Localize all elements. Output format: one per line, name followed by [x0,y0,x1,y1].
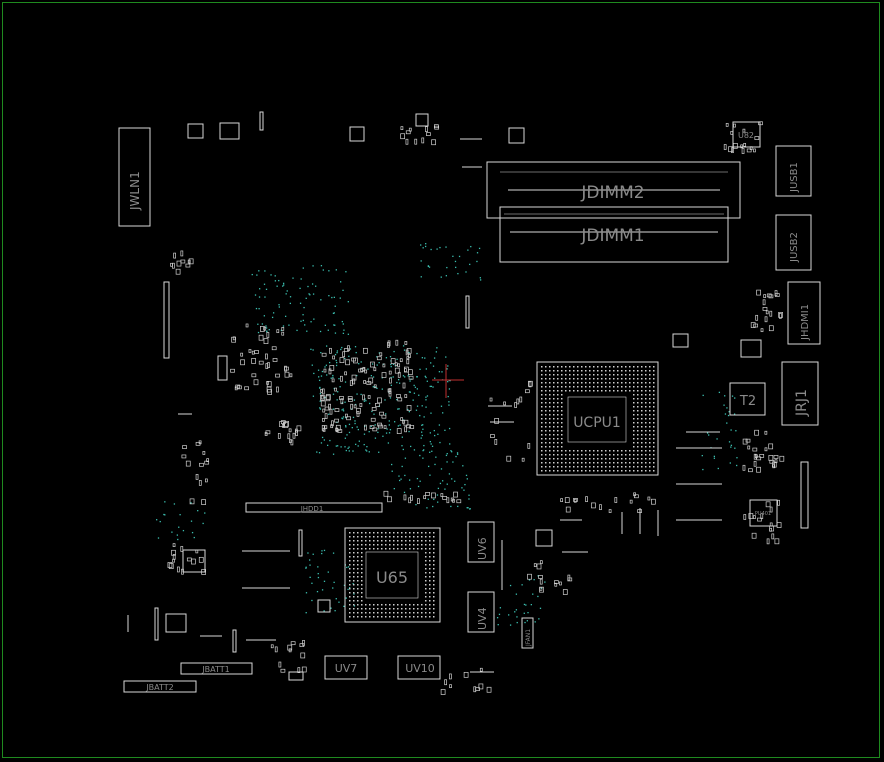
rj45-connector[interactable] [781,361,819,426]
uv6-label: UV6 [476,537,489,560]
jbatt2-label: JBATT2 [145,683,173,692]
hdd-connector[interactable] [245,502,383,513]
vram-uv10[interactable] [397,655,441,680]
u82-label: U82 [738,131,754,140]
usb-connector-2[interactable] [775,214,812,271]
jhdmi1-label: JHDMI1 [800,304,811,341]
chip-u82[interactable] [732,121,761,148]
wlan-connector[interactable] [118,127,151,227]
jfan1-label: JFAN1 [525,629,532,647]
fan-connector[interactable] [521,617,534,649]
ucpu-label: UCPU1 [573,415,621,431]
usb-connector-1[interactable] [775,145,812,197]
right-side-connector [800,461,809,529]
jbatt1-label: JBATT1 [201,665,229,674]
chip-pu401[interactable] [749,499,778,527]
jhdd1-label: JHDD1 [300,505,324,513]
jwln1-label: JWLN1 [128,171,142,211]
jusb2-label: JUSB2 [789,232,800,263]
small-component-field [167,121,785,695]
gpu-ball-grid [349,532,435,618]
jrj1-label: JRJ1 [794,389,810,417]
uv10-label: UV10 [405,662,435,675]
dimm-slot-1[interactable] [499,206,729,263]
jusb1-label: JUSB1 [789,162,800,193]
u65-label: U65 [376,568,408,587]
small-ic-group [154,111,762,681]
t2-label: T2 [739,394,756,409]
gpu-chip-u65[interactable] [344,527,441,623]
vram-uv6[interactable] [467,521,495,563]
vram-uv7[interactable] [324,655,368,680]
hdmi-connector[interactable] [787,281,821,345]
trace-lines [127,138,722,673]
vram-uv4[interactable] [467,591,495,633]
jdimm2-label: JDIMM2 [580,183,644,203]
battery-connector-1[interactable] [180,662,253,675]
left-edge-connector [163,281,170,359]
transformer-t2[interactable] [729,382,766,416]
crosshair-cursor [432,364,464,398]
uv4-label: UV4 [476,607,489,630]
cpu-ball-grid [541,366,655,472]
pu401-label: PU401 [755,511,771,517]
via-field [156,243,738,626]
jdimm1-label: JDIMM1 [580,226,644,246]
uv7-label: UV7 [335,662,358,675]
battery-connector-2[interactable] [123,680,197,693]
cpu-socket[interactable] [536,361,659,476]
dimm-slot-2[interactable] [486,161,741,219]
